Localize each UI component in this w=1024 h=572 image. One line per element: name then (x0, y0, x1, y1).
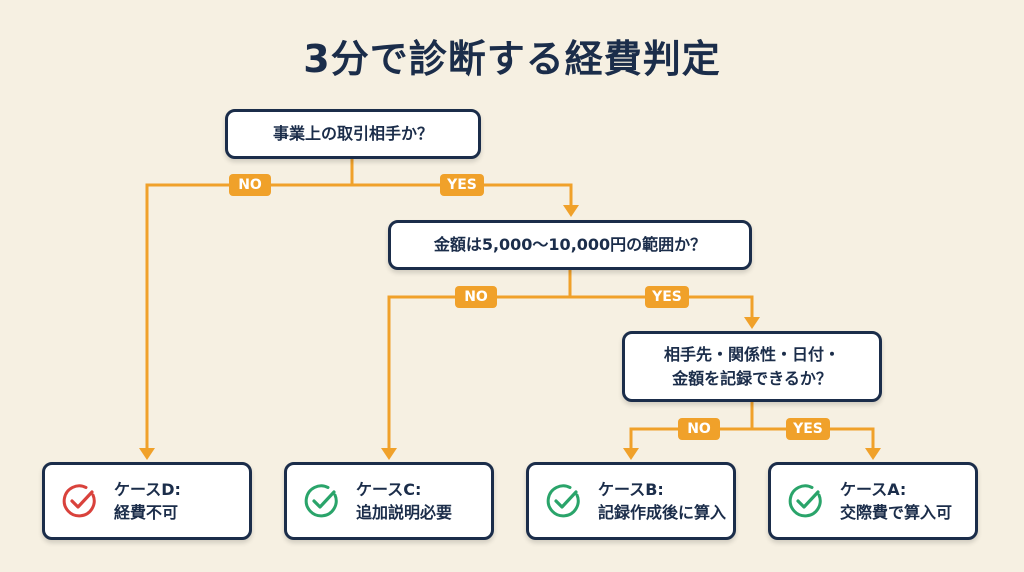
q2-yes-badge: YES (645, 286, 689, 308)
question-q3-line1: 相手先・関係性・日付・ (663, 344, 840, 364)
q3-yes-badge: YES (786, 418, 830, 440)
result-case-d: ケースD: 経費不可 (42, 462, 252, 540)
q3-no-badge: NO (678, 418, 720, 440)
question-q3-line2: 金額を記録できるか？ (672, 368, 832, 388)
arrow-head (139, 448, 155, 460)
check-circle-icon (62, 484, 96, 518)
result-case-c: ケースC: 追加説明必要 (284, 462, 494, 540)
question-q2-text: 金額は5,000〜10,000円の範囲か？ (433, 235, 707, 254)
question-q2: 金額は5,000〜10,000円の範囲か？ (388, 220, 752, 270)
result-case-a: ケースA: 交際費で算入可 (768, 462, 978, 540)
q1-no-badge: NO (229, 174, 271, 196)
q2-no-line (387, 295, 570, 452)
check-circle-icon (788, 484, 822, 518)
page-title: 3分で診断する経費判定 (303, 37, 721, 81)
result-case-desc: 交際費で算入可 (840, 503, 953, 522)
arrow-head (865, 448, 881, 460)
arrow-head (623, 448, 639, 460)
question-q1: 事業上の取引相手か？ (225, 109, 481, 159)
result-case-desc: 記録作成後に算入 (598, 503, 727, 522)
check-circle-icon (546, 484, 580, 518)
result-case-desc: 経費不可 (114, 503, 179, 522)
result-case-label: ケースD: (114, 479, 181, 499)
result-case-label: ケースA: (840, 479, 907, 499)
result-case-label: ケースC: (356, 479, 422, 499)
q1-yes-line (352, 183, 573, 208)
arrow-head (381, 448, 397, 460)
arrow-head (563, 205, 579, 217)
question-q1-text: 事業上の取引相手か？ (272, 124, 433, 143)
arrow-head (744, 317, 760, 329)
result-case-desc: 追加説明必要 (356, 503, 453, 522)
result-case-label: ケースB: (598, 479, 664, 499)
result-case-b: ケースB: 記録作成後に算入 (526, 462, 736, 540)
question-q3: 相手先・関係性・日付・ 金額を記録できるか？ (622, 331, 882, 402)
q2-no-badge: NO (455, 286, 497, 308)
q2-yes-line (570, 295, 754, 320)
check-circle-icon (304, 484, 338, 518)
q1-yes-badge: YES (440, 174, 484, 196)
q1-no-line (145, 183, 352, 452)
